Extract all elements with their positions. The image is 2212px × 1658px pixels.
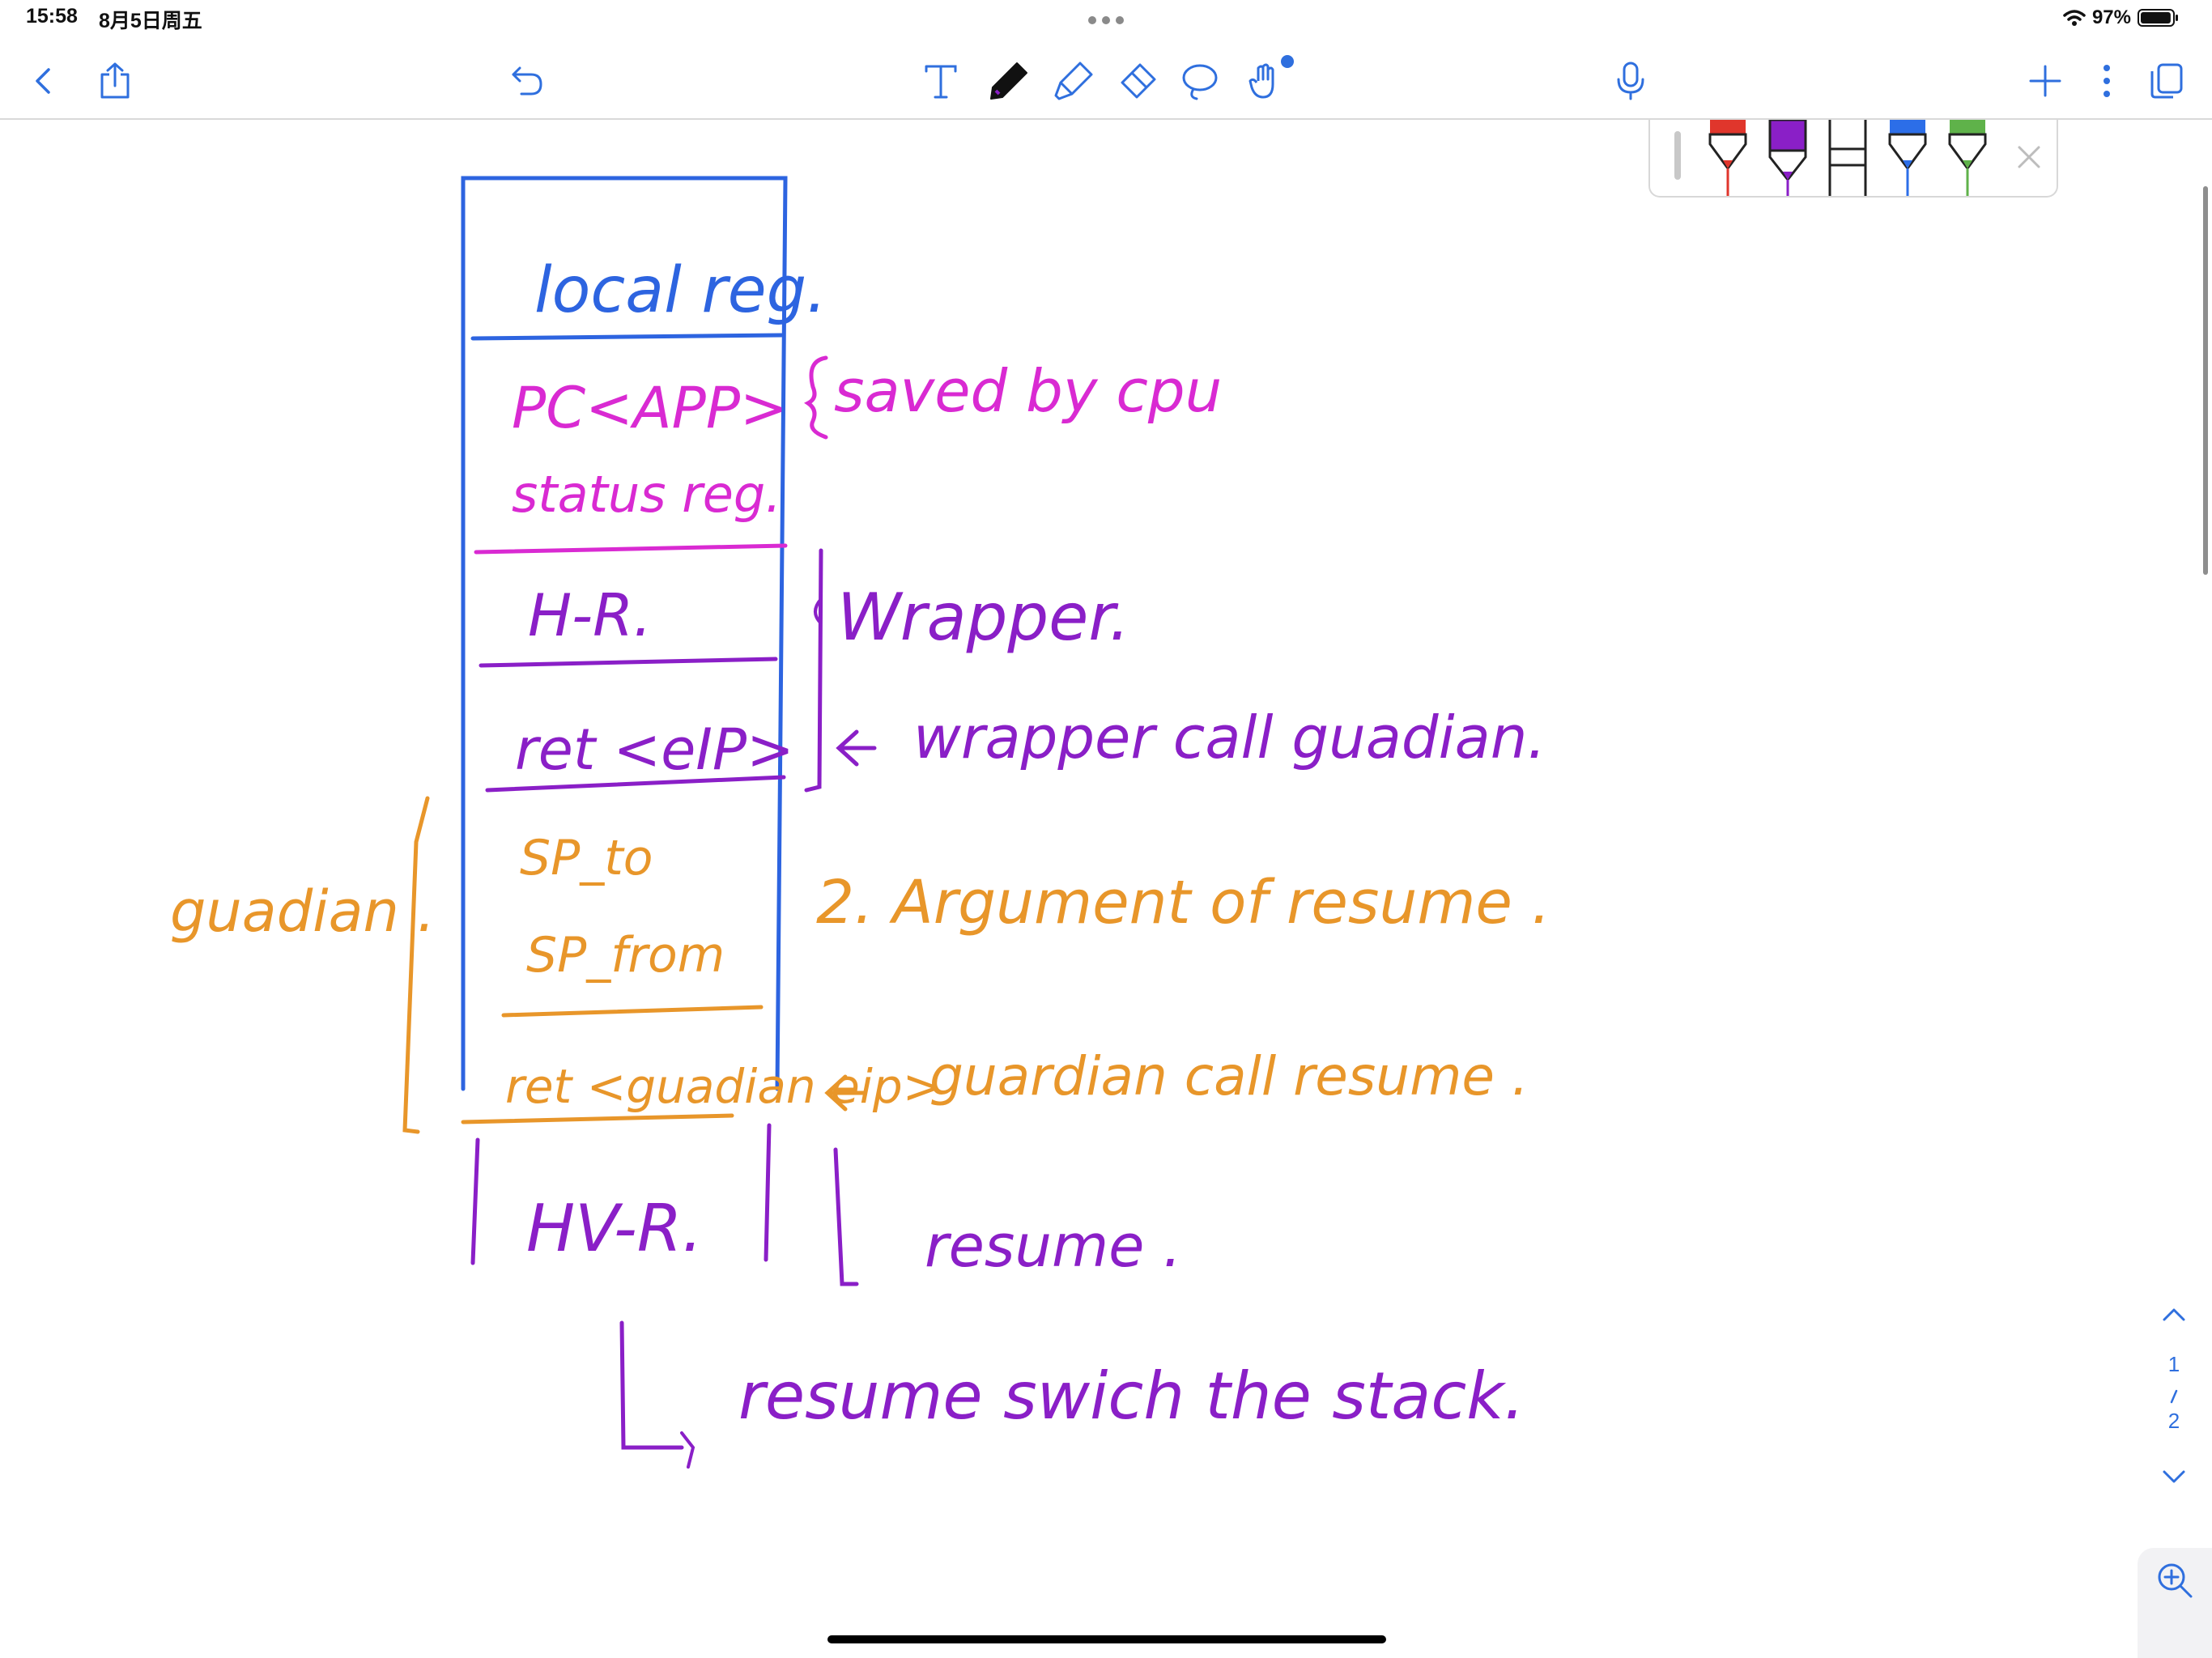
hand-touch-icon[interactable] [1242,55,1294,104]
note-guardian-call: guardian call resume . [929,1045,1529,1107]
pen-tray-pens [1708,120,1987,196]
microphone-icon[interactable] [1608,58,1653,104]
stack-sp-from: SP_from [526,927,725,984]
note-guardian-side: guadian . [170,878,435,945]
lasso-tool-icon[interactable] [1177,58,1223,104]
stack-hr-1: H-R. [528,581,652,649]
purple-pen-icon[interactable] [1768,120,1807,196]
note-resume-switch: resume swich the stack. [738,1358,1525,1434]
eraser-tool-icon[interactable] [1114,58,1159,104]
page-divider-icon [2170,1389,2178,1404]
zoom-in-icon [2158,1563,2193,1598]
resume-bracket [833,1147,859,1286]
page-current: 1 [2167,1352,2180,1376]
switch-arrow [680,1431,696,1469]
guardian-bracket [402,796,430,1134]
undo-icon[interactable] [505,58,551,104]
page-up-icon[interactable] [2162,1307,2186,1323]
blue-pen-icon[interactable] [1888,120,1927,196]
arrow-left-orange-icon [824,1074,867,1112]
stack-pc-app: PC<APP> [512,375,788,441]
magenta-brace [804,355,828,440]
switch-corner [619,1320,684,1450]
close-icon[interactable] [2016,144,2042,170]
red-pen-icon[interactable] [1708,120,1747,196]
lower-left-bar [470,1137,480,1265]
page-total: 2 [2167,1409,2180,1433]
stack-ret-eip: ret <eIP> [515,716,794,783]
status-date: 8月5日周五 [99,10,202,32]
note-wrapper: Wrapper. [837,580,1129,655]
stack-hv-r: HV-R. [526,1191,703,1266]
add-page-icon[interactable] [2023,58,2068,104]
toolbar [0,40,2212,120]
wifi-icon [2063,10,2086,26]
stack-ret-guardian: ret <guadian eip> [505,1059,942,1114]
highlighter-tool-icon[interactable] [1051,58,1096,104]
multitasking-dots-icon[interactable] [1088,16,1124,24]
wrapper-bracket [804,548,823,793]
zoom-button[interactable] [2138,1548,2212,1658]
battery-icon [2138,9,2178,27]
lower-right-bar [764,1123,772,1262]
magenta-divider [474,543,788,555]
note-arguments: 2. Argument of resume . [816,868,1551,937]
orange-divider-2 [461,1113,734,1124]
page-down-icon[interactable] [2162,1469,2186,1485]
stack-local-reg: local reg. [534,254,827,327]
more-icon[interactable] [2084,58,2129,104]
active-dot-icon [1281,55,1294,68]
battery-percent: 97% [2091,6,2131,28]
text-tool-icon[interactable] [918,58,963,104]
note-canvas[interactable]: local reg. PC<APP> status reg. saved by … [0,120,2212,1658]
pen-tool-icon[interactable] [986,58,1032,104]
back-icon[interactable] [21,58,66,104]
stack-box [461,176,788,1091]
green-pen-icon[interactable] [1948,120,1987,196]
purple-divider-1 [479,657,778,668]
status-bar: 15:58 8月5日周五 97% [0,0,2212,40]
pages-icon[interactable] [2144,58,2189,104]
status-time: 15:58 [26,5,78,28]
page-navigator: 1 2 [2146,1295,2202,1498]
note-resume: resume . [925,1212,1181,1280]
orange-divider-1 [501,1005,764,1018]
stack-status-reg: status reg. [512,465,781,524]
white-pen-icon[interactable] [1828,120,1867,196]
share-icon[interactable] [92,58,138,104]
vertical-scrollbar[interactable] [2203,186,2208,575]
purple-divider-2 [485,775,786,793]
wrapper-brace-tip [814,597,823,625]
note-saved-by-cpu: saved by cpu [834,357,1222,425]
stack-sp-to: SP_to [520,830,653,886]
pen-tray [1648,120,2058,198]
note-wrapper-call: wrapper call guadian. [913,704,1546,772]
pen-tray-handle[interactable] [1674,131,1681,180]
arrow-left-icon [836,729,877,767]
home-indicator[interactable] [827,1635,1386,1643]
